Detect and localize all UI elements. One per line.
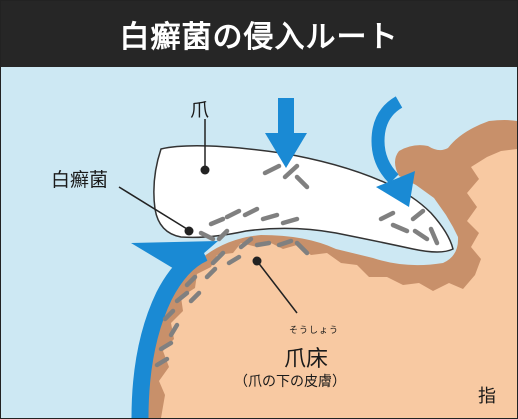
diagram-title: 白癬菌の侵入ルート	[119, 20, 399, 55]
fungus-dash	[280, 216, 300, 226]
fungus-dash	[210, 250, 226, 266]
fungus-dash	[410, 208, 426, 222]
fungus-dash	[188, 290, 202, 304]
arrow-down-icon	[265, 98, 307, 168]
fungus-dash	[294, 174, 310, 190]
fungus-dash	[216, 228, 230, 242]
fungus-dash	[242, 206, 260, 218]
arrow-curved-base-head	[131, 241, 218, 273]
arrow-curved-tip-icon	[371, 96, 403, 184]
fungus-dash	[198, 230, 216, 242]
callout-dot-fungus	[184, 226, 194, 236]
callout-line-fungus	[118, 186, 188, 230]
fungus-dash	[154, 356, 170, 368]
fungus-dash	[208, 216, 226, 227]
fungus-dash	[158, 340, 174, 352]
fungus-dash	[238, 236, 254, 250]
arrow-curved-tip-head	[376, 171, 415, 207]
label-nailbed: 爪床	[284, 347, 329, 372]
callout-dot-nailbed	[252, 256, 262, 266]
label-nail: 爪	[190, 99, 210, 121]
fungus-dash	[184, 274, 198, 288]
label-fungus: 白癬菌	[51, 169, 109, 191]
finger-skin-inner	[159, 149, 517, 418]
fungus-dash	[428, 226, 440, 246]
label-nailbed-note: （爪の下の皮膚）	[234, 374, 346, 390]
fungus-dash	[254, 240, 272, 248]
fungus-dash	[294, 240, 310, 256]
fungus-dash	[390, 222, 410, 234]
title-bar: 白癬菌の侵入ルート	[1, 1, 517, 67]
fungus-dash	[174, 290, 190, 304]
label-finger: 指	[478, 386, 496, 407]
fungus-dash	[262, 163, 282, 176]
fungus-dash	[224, 208, 242, 220]
fungus-dash	[168, 322, 180, 338]
nail-cross-section	[118, 96, 517, 418]
fungus-dash	[162, 308, 176, 322]
callout-dot-nail	[200, 165, 210, 175]
nail-plate	[153, 145, 454, 253]
label-nailbed-reading: そうしょう	[289, 326, 340, 336]
fungus-in-nail	[198, 163, 440, 246]
fungus-dash	[276, 238, 294, 248]
fungus-dash	[412, 228, 430, 242]
fungus-dash	[204, 266, 218, 280]
callout-line-nailbed	[256, 260, 298, 314]
fungus-dash	[260, 212, 280, 222]
fungus-dash	[282, 163, 300, 180]
fungus-in-nailbed	[154, 236, 310, 368]
fungus-dash	[226, 254, 242, 266]
fungus-dash	[378, 210, 396, 222]
